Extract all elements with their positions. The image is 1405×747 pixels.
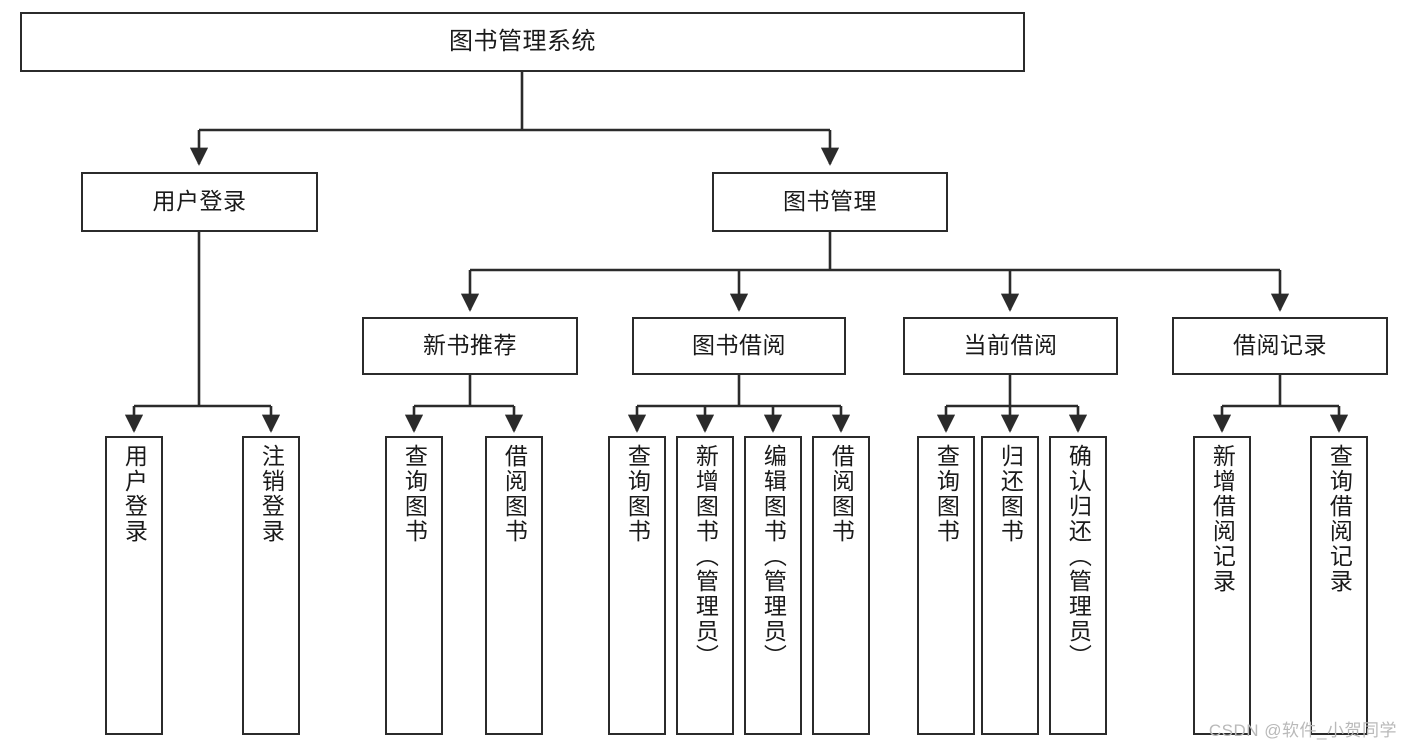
node-current-borrow[interactable]: 当前借阅: [903, 317, 1118, 375]
node-label: 查询借阅记录: [1326, 444, 1353, 594]
node-label: 图书管理系统: [449, 27, 596, 55]
node-label: 借阅记录: [1233, 332, 1327, 359]
node-label: 查询图书: [624, 444, 651, 544]
node-label: 借阅图书: [501, 444, 528, 544]
node-label: 注销登录: [258, 444, 285, 544]
leaf-borrow-add-book-admin[interactable]: 新增图书（管理员）: [676, 436, 734, 735]
node-label: 新书推荐: [423, 332, 517, 359]
node-label: 新增图书（管理员）: [692, 444, 719, 669]
node-label: 用户登录: [152, 188, 247, 215]
leaf-user-login-login[interactable]: 用户登录: [105, 436, 163, 735]
leaf-current-return-book[interactable]: 归还图书: [981, 436, 1039, 735]
watermark-text: CSDN @软件_小贺同学: [1208, 721, 1397, 740]
leaf-current-confirm-return-admin[interactable]: 确认归还（管理员）: [1049, 436, 1107, 735]
leaf-recommend-borrow-book[interactable]: 借阅图书: [485, 436, 543, 735]
leaf-borrow-borrow-book[interactable]: 借阅图书: [812, 436, 870, 735]
node-user-login[interactable]: 用户登录: [81, 172, 318, 232]
node-label: 编辑图书（管理员）: [760, 444, 787, 669]
node-label: 查询图书: [933, 444, 960, 544]
node-label: 当前借阅: [963, 332, 1058, 359]
node-label: 借阅图书: [828, 444, 855, 544]
node-label: 图书借阅: [692, 332, 786, 359]
node-new-book-recommend[interactable]: 新书推荐: [362, 317, 578, 375]
node-label: 图书管理: [783, 188, 877, 215]
node-root-book-management-system[interactable]: 图书管理系统: [20, 12, 1025, 72]
leaf-user-login-logout[interactable]: 注销登录: [242, 436, 300, 735]
leaf-record-query-borrow-record[interactable]: 查询借阅记录: [1310, 436, 1368, 735]
leaf-borrow-edit-book-admin[interactable]: 编辑图书（管理员）: [744, 436, 802, 735]
node-book-management[interactable]: 图书管理: [712, 172, 948, 232]
node-label: 归还图书: [997, 444, 1024, 544]
node-label: 新增借阅记录: [1209, 444, 1236, 594]
node-borrow-record[interactable]: 借阅记录: [1172, 317, 1388, 375]
node-label: 用户登录: [121, 444, 148, 544]
node-label: 确认归还（管理员）: [1065, 444, 1092, 669]
node-book-borrow[interactable]: 图书借阅: [632, 317, 846, 375]
node-label: 查询图书: [401, 444, 428, 544]
leaf-borrow-query-book[interactable]: 查询图书: [608, 436, 666, 735]
leaf-record-add-borrow-record[interactable]: 新增借阅记录: [1193, 436, 1251, 735]
leaf-recommend-query-book[interactable]: 查询图书: [385, 436, 443, 735]
leaf-current-query-book[interactable]: 查询图书: [917, 436, 975, 735]
